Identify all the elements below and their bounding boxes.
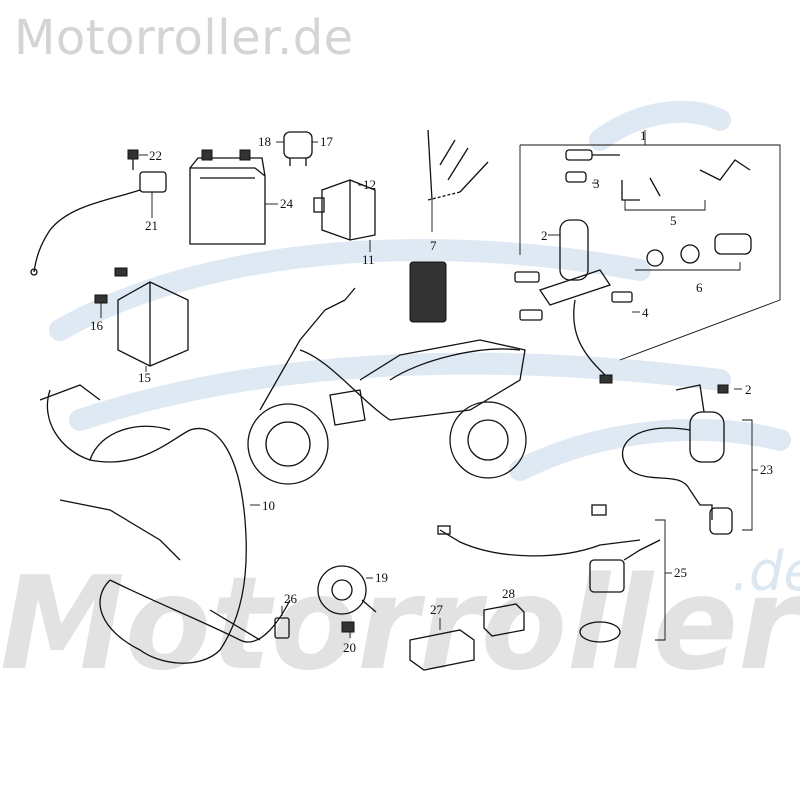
part-15-16-regulator (94, 267, 189, 367)
part-labels: 22 21 24 18 17 12 11 7 1 3 5 2 6 4 16 15… (90, 128, 773, 655)
label-part-27: 27 (430, 602, 444, 617)
label-part-4: 4 (642, 305, 649, 320)
part-21-sensor-cable (30, 149, 167, 276)
label-part-12: 12 (363, 177, 376, 192)
watermark-text: Motorroller (0, 550, 800, 699)
part-11-12-block (313, 179, 376, 241)
label-part-1: 1 (640, 128, 647, 143)
label-part-21: 21 (145, 218, 158, 233)
scooter-illustration (247, 287, 527, 485)
label-part-10: 10 (262, 498, 275, 513)
part-26-clip (274, 617, 290, 639)
part-24-battery (189, 149, 266, 245)
site-name-header: Motorroller.de (14, 10, 354, 66)
label-part-23: 23 (760, 462, 773, 477)
part-10-wiring-harness (39, 384, 291, 664)
label-part-7: 7 (430, 238, 437, 253)
part-19-20-horn (317, 565, 377, 633)
watermark-suffix: .de (732, 540, 800, 603)
part-28-flasher-relay (483, 603, 525, 637)
label-part-2-coil: 2 (745, 382, 752, 397)
label-part-26: 26 (284, 591, 298, 606)
label-part-24: 24 (280, 196, 294, 211)
label-part-6: 6 (696, 280, 703, 295)
label-part-2-lock: 2 (541, 228, 548, 243)
label-part-18: 18 (258, 134, 271, 149)
label-part-25: 25 (674, 565, 687, 580)
part-1-ignition-lock-set (514, 130, 781, 384)
part-27-cdi-unit (409, 629, 475, 671)
label-part-15: 15 (138, 370, 151, 385)
part-25-starter-relay (437, 504, 661, 643)
label-part-22: 22 (149, 148, 162, 163)
label-part-11: 11 (362, 252, 375, 267)
label-part-16: 16 (90, 318, 104, 333)
label-part-19: 19 (375, 570, 388, 585)
label-part-17: 17 (320, 134, 334, 149)
label-part-20: 20 (343, 640, 356, 655)
part-17-18-relay (283, 131, 313, 166)
watermark-swoosh (49, 100, 791, 481)
label-part-3: 3 (593, 176, 600, 191)
part-23-ignition-coil (621, 384, 733, 535)
label-part-28: 28 (502, 586, 515, 601)
part-7-tool-kit (409, 129, 489, 323)
label-part-5: 5 (670, 213, 677, 228)
